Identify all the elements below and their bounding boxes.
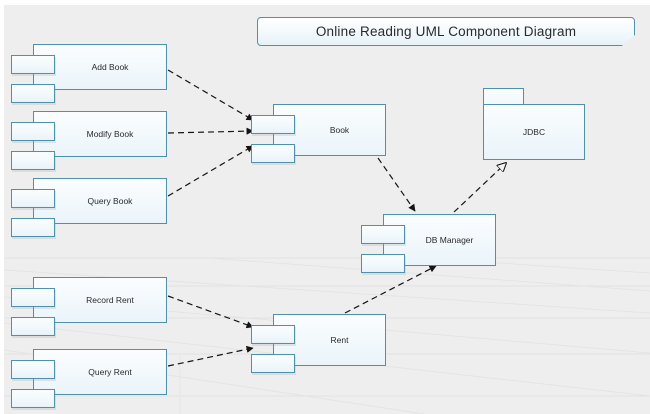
component-port-tab-upper: [361, 225, 405, 244]
component-book[interactable]: Book: [251, 104, 386, 163]
component-label: Rent: [330, 335, 349, 345]
component-db-manager[interactable]: DB Manager: [361, 214, 496, 273]
component-body: Query Rent: [33, 349, 167, 395]
component-port-tab-lower: [11, 218, 55, 237]
component-add-book[interactable]: Add Book: [11, 44, 167, 103]
package-body: JDBC: [483, 104, 585, 160]
component-port-tab-lower: [11, 84, 55, 103]
component-port-tab-lower: [361, 254, 405, 273]
component-query-rent[interactable]: Query Rent: [11, 349, 167, 408]
component-port-tab-upper: [11, 288, 55, 307]
package-jdbc[interactable]: JDBC: [483, 88, 585, 160]
component-port-tab-lower: [11, 317, 55, 336]
component-port-tab-upper: [251, 325, 295, 344]
component-port-tab-lower: [11, 389, 55, 408]
component-port-tab-upper: [11, 122, 55, 141]
component-port-tab-lower: [251, 144, 295, 163]
component-body: Record Rent: [33, 277, 167, 323]
component-port-tab-upper: [11, 55, 55, 74]
component-query-book[interactable]: Query Book: [11, 178, 167, 237]
component-label: DB Manager: [425, 235, 474, 245]
component-label: Query Rent: [88, 367, 132, 377]
component-label: Modify Book: [86, 129, 134, 139]
component-label: Query Book: [87, 196, 133, 206]
component-port-tab-upper: [251, 115, 295, 134]
component-label: Add Book: [91, 62, 129, 72]
diagram-title-banner[interactable]: Online Reading UML Component Diagram: [257, 17, 635, 46]
component-body: Modify Book: [33, 111, 167, 157]
component-port-tab-upper: [11, 189, 55, 208]
package-tab: [483, 88, 524, 105]
component-label: Record Rent: [86, 295, 134, 305]
component-label: Book: [329, 125, 350, 135]
component-body: Add Book: [33, 44, 167, 90]
component-rent[interactable]: Rent: [251, 314, 386, 373]
component-body: Query Book: [33, 178, 167, 224]
component-modify-book[interactable]: Modify Book: [11, 111, 167, 170]
component-record-rent[interactable]: Record Rent: [11, 277, 167, 336]
package-label: JDBC: [522, 127, 546, 137]
diagram-title-text: Online Reading UML Component Diagram: [315, 24, 577, 39]
component-port-tab-lower: [251, 354, 295, 373]
component-port-tab-lower: [11, 151, 55, 170]
component-port-tab-upper: [11, 360, 55, 379]
